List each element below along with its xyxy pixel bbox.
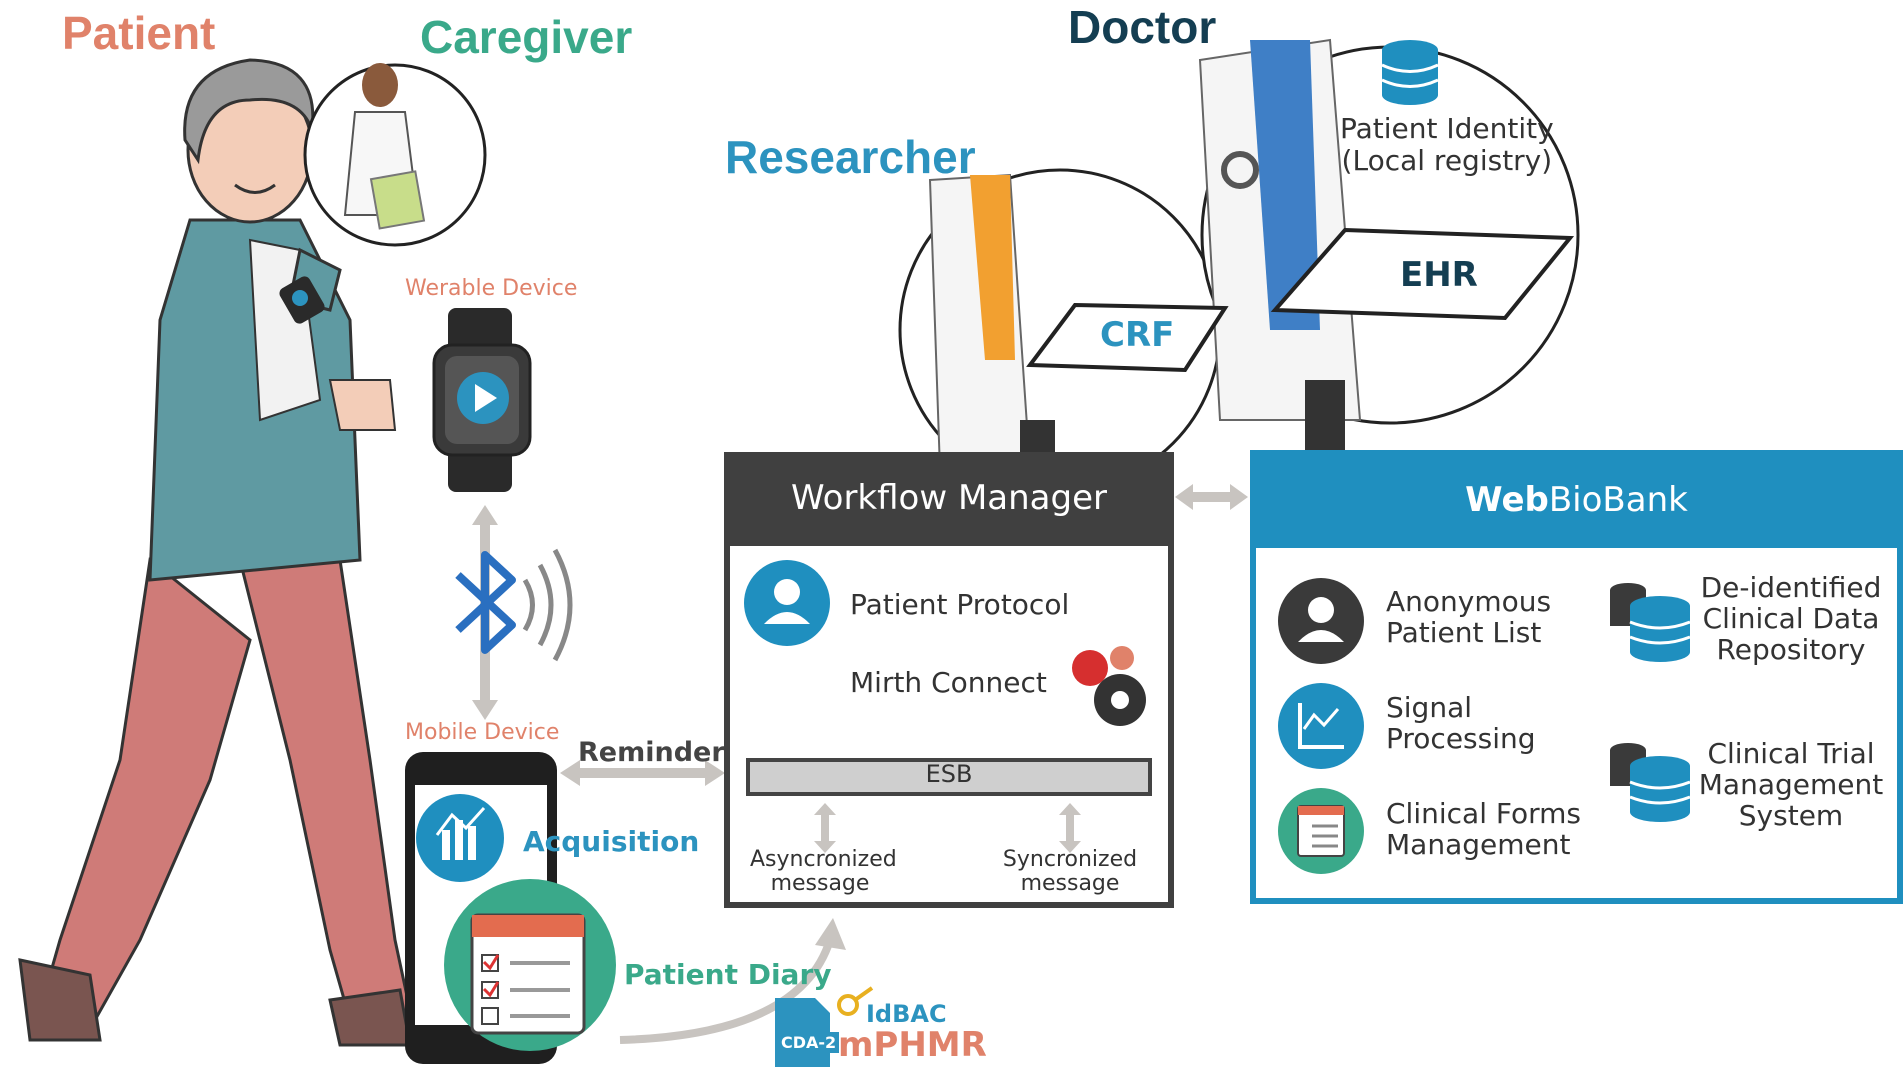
anonymous-patient-list-label: Anonymous Patient List	[1386, 585, 1552, 649]
workflow-manager-title: Workflow Manager	[791, 478, 1107, 518]
async-message-label: Asyncronized message	[750, 847, 897, 896]
reminder-label: Reminder	[578, 737, 725, 768]
crf-clipboard	[1026, 302, 1229, 373]
integration-arrow	[1175, 484, 1248, 510]
sync-arrow	[1059, 803, 1081, 853]
mirth-connect-label: Mirth Connect	[850, 666, 1047, 699]
smartwatch-icon	[432, 308, 532, 492]
upload-arrow	[619, 918, 846, 1044]
idbac-label: IdBAC	[866, 1000, 947, 1028]
gears-icon	[1072, 646, 1146, 726]
signal-chart-icon	[1278, 683, 1364, 769]
caregiver-role-label: Caregiver	[420, 11, 633, 63]
patient-diary-label: Patient Diary	[624, 958, 832, 991]
caregiver-bubble	[303, 63, 487, 247]
webbiobank-title: WebBioBank	[1465, 480, 1688, 520]
mphmr-label: mPHMR	[838, 1025, 987, 1065]
webbiobank-header	[1256, 456, 1897, 548]
deidentified-repository-label: De-identified Clinical Data Repository	[1700, 571, 1882, 666]
clinical-trial-management-label: Clinical Trial Management System	[1698, 737, 1884, 832]
wearable-device-label: Werable Device	[405, 276, 578, 301]
researcher-role-label: Researcher	[725, 131, 976, 183]
workflow-manager-panel: Workflow Manager Patient Protocol Mirth …	[724, 452, 1174, 908]
clinical-forms-management-label: Clinical Forms Management	[1386, 797, 1581, 861]
patient-protocol-user-icon	[744, 560, 830, 646]
doctor-role-label: Doctor	[1068, 1, 1217, 53]
signal-processing-label: Signal Processing	[1386, 691, 1536, 755]
acquisition-label: Acquisition	[523, 825, 700, 858]
esb-bar	[746, 758, 1152, 796]
patient-diary-icon	[444, 879, 616, 1051]
patient-identity-label: Patient Identity (Local registry)	[1340, 112, 1554, 177]
workflow-manager-header	[730, 458, 1168, 546]
ehr-label: EHR	[1400, 255, 1478, 295]
clinical-trial-database-icon	[1610, 743, 1691, 822]
cda-label: CDA-2	[778, 1032, 840, 1053]
clinical-forms-icon	[1278, 788, 1364, 874]
patient-identity-database-icon	[1381, 40, 1439, 105]
doctor-bubble	[1198, 38, 1580, 460]
esb-label: ESB	[925, 760, 973, 788]
sync-message-label: Syncronized message	[1002, 847, 1138, 896]
patient-protocol-label: Patient Protocol	[850, 588, 1070, 621]
mobile-device-label: Mobile Device	[405, 720, 560, 745]
reminder-arrow	[560, 760, 725, 786]
async-arrow	[814, 803, 836, 853]
patient-figure	[18, 58, 412, 1047]
ehr-clipboard	[1270, 227, 1575, 321]
webbiobank-panel: WebBioBank Anonymous Patient List Signal…	[1250, 450, 1903, 904]
patient-role-label: Patient	[62, 7, 216, 59]
anonymous-patient-user-icon	[1278, 578, 1364, 664]
crf-label: CRF	[1100, 315, 1175, 355]
deidentified-repository-database-icon	[1610, 583, 1691, 662]
bluetooth-link	[455, 505, 573, 720]
